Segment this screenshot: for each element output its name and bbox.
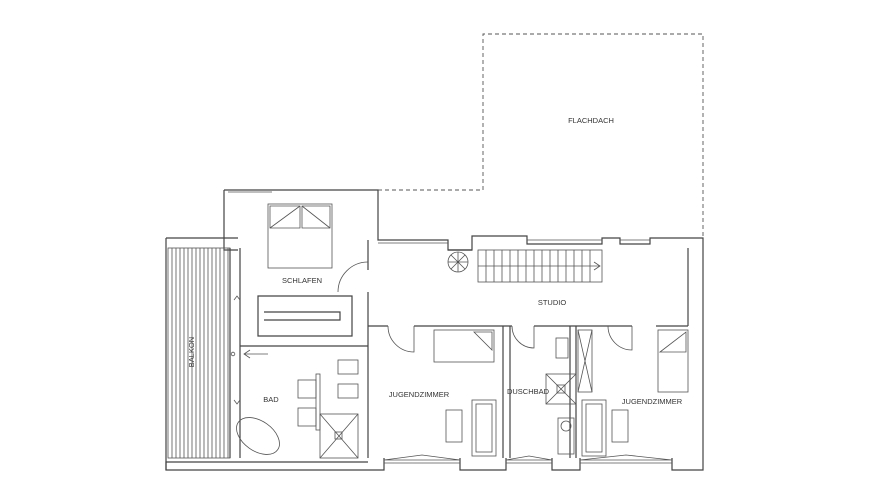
label-balkon: BALKON (187, 337, 196, 367)
bathroom-fixtures (236, 359, 359, 459)
label-flachdach: FLACHDACH (568, 116, 614, 125)
balcony-deck (167, 247, 268, 459)
room-labels: FLACHDACH SCHLAFEN STUDIO BALKON BAD JUG… (187, 116, 683, 406)
youth-room-right-furniture (581, 329, 689, 457)
spiral-stair-symbol (447, 251, 469, 273)
outer-walls (165, 189, 704, 471)
label-schlafen: SCHLAFEN (282, 276, 322, 285)
label-jugendzimmer-right: JUGENDZIMMER (622, 397, 683, 406)
youth-room-left-furniture (433, 329, 497, 457)
door-swings (337, 261, 633, 353)
staircase (477, 249, 603, 283)
label-duschbad: DUSCHBAD (507, 387, 550, 396)
shower-bath-fixtures (545, 329, 593, 455)
bottom-windows (383, 454, 673, 464)
label-jugendzimmer-left: JUGENDZIMMER (389, 390, 450, 399)
flat-roof-outline (378, 33, 704, 238)
bedroom-furniture (267, 203, 333, 269)
label-studio: STUDIO (538, 298, 567, 307)
interior-walls (240, 240, 689, 458)
label-bad: BAD (263, 395, 279, 404)
